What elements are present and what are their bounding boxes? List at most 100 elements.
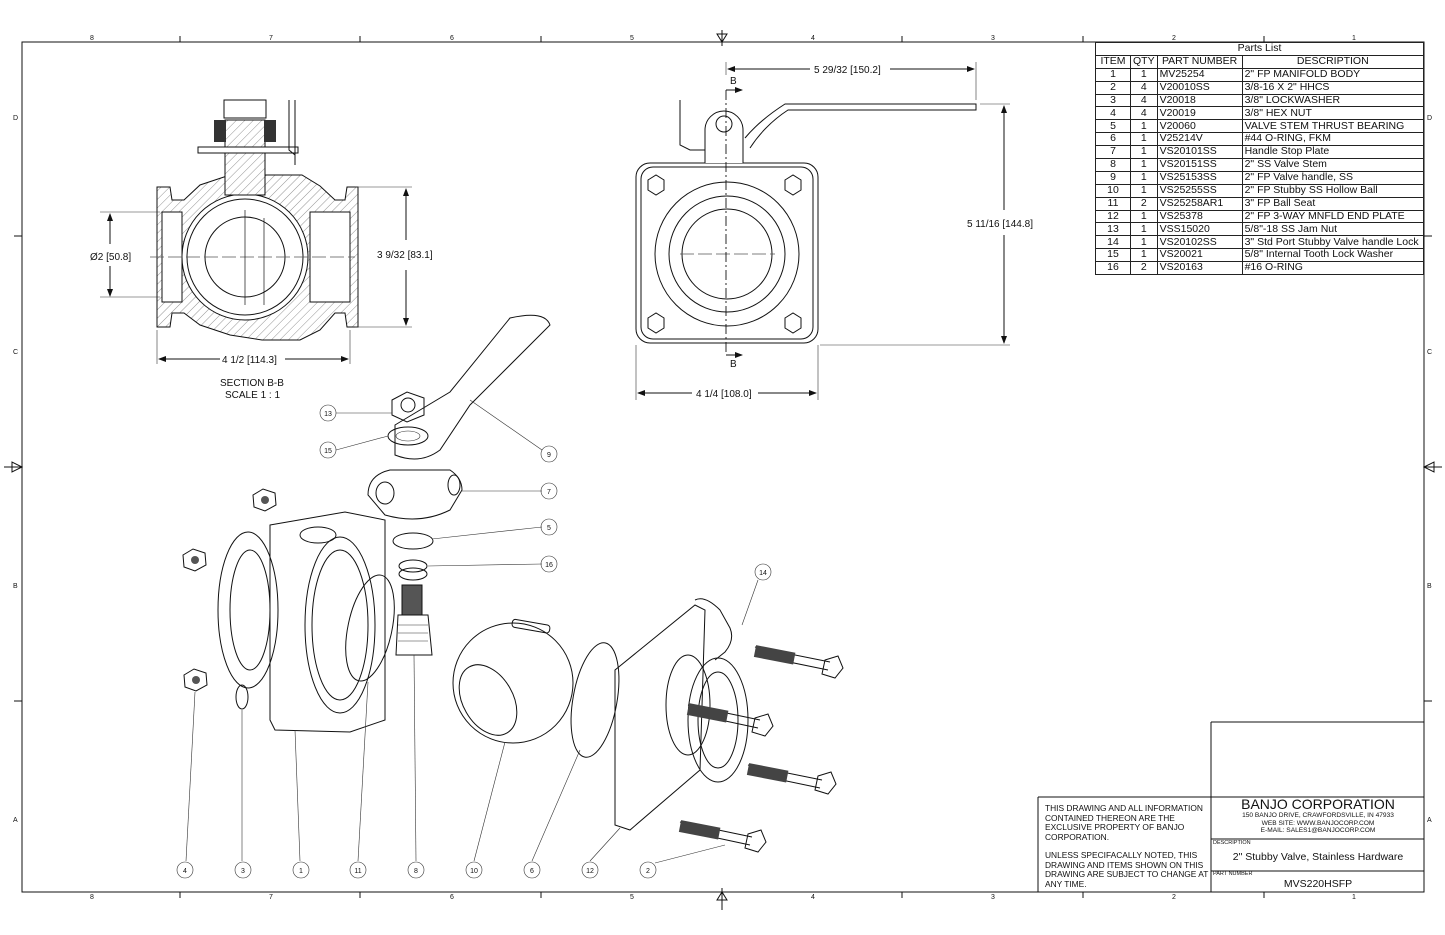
svg-text:10: 10 — [470, 868, 478, 875]
part-number: VS25255SS — [1156, 183, 1243, 198]
quantity: 1 — [1130, 248, 1158, 263]
quantity: 4 — [1130, 80, 1158, 95]
sheet-border — [4, 30, 1442, 910]
description: 2" FP 3-WAY MNFLD END PLATE — [1241, 209, 1425, 224]
company-website: WEB SITE: WWW.BANJOCORP.COM — [1261, 819, 1375, 827]
part-number: VS25258AR1 — [1156, 196, 1243, 211]
bolts-part — [678, 645, 844, 853]
section-scale: SCALE 1 : 1 — [225, 390, 280, 401]
part-number: VS20163 — [1156, 261, 1243, 276]
quantity: 2 — [1130, 196, 1158, 211]
balloon-15: 15 — [319, 441, 337, 459]
zone-bottom-4: 4 — [811, 894, 815, 901]
part-number-label: PART NUMBER — [1213, 871, 1253, 877]
balloon-13: 13 — [319, 404, 337, 422]
svg-text:16: 16 — [545, 562, 553, 569]
item-number: 12 — [1095, 209, 1131, 224]
section-marker-bottom: B — [730, 359, 737, 370]
svg-text:5: 5 — [547, 525, 551, 532]
section-view — [150, 99, 359, 341]
balloons: 13 15 9 7 5 16 14 4 3 1 11 8 10 6 12 2 — [176, 399, 772, 879]
center-mark-right — [1422, 461, 1442, 473]
dim-front-width: 4 1/4 [108.0] — [696, 389, 752, 400]
section-dimensions: Ø2 [50.8] 3 9/32 [83.1] 4 1/2 [114.3] SE… — [90, 186, 433, 401]
svg-text:15: 15 — [324, 448, 332, 455]
balloon-14: 14 — [754, 563, 772, 581]
quantity: 1 — [1130, 67, 1158, 82]
part-number: V20010SS — [1156, 80, 1243, 95]
svg-text:8: 8 — [414, 868, 418, 875]
zone-left-b: B — [13, 583, 18, 590]
dim-handle-length: 5 29/32 [150.2] — [814, 65, 881, 76]
svg-text:11: 11 — [354, 868, 361, 875]
item-number: 9 — [1095, 170, 1131, 185]
quantity: 4 — [1130, 106, 1158, 121]
header-part-number: PART NUMBER — [1156, 54, 1243, 69]
handle-part — [387, 314, 551, 460]
svg-text:14: 14 — [759, 570, 767, 577]
front-dimensions: 5 29/32 [150.2] 5 11/16 [144.8] 4 1/4 [1… — [635, 62, 1033, 400]
balloon-8: 8 — [407, 861, 425, 879]
zone-top-2: 2 — [1172, 35, 1176, 42]
zone-left-a: A — [13, 817, 18, 824]
header-description: DESCRIPTION — [1241, 54, 1425, 69]
dim-bore: Ø2 [50.8] — [90, 252, 131, 263]
part-number: VS20102SS — [1156, 235, 1243, 250]
item-number: 11 — [1095, 196, 1131, 211]
dim-section-height: 3 9/32 [83.1] — [377, 250, 433, 261]
description: #44 O-RING, FKM — [1241, 132, 1425, 147]
balloon-6: 6 — [523, 861, 541, 879]
quantity: 1 — [1130, 145, 1158, 160]
lockwasher-part — [235, 684, 249, 710]
balloon-12: 12 — [581, 861, 599, 879]
hex-nuts-part — [182, 488, 277, 692]
zone-top-5: 5 — [630, 35, 634, 42]
part-number: V20018 — [1156, 93, 1243, 108]
description: Handle Stop Plate — [1241, 145, 1425, 160]
zone-bottom-1: 1 — [1352, 894, 1356, 901]
balloon-10: 10 — [465, 861, 483, 879]
item-number: 2 — [1095, 80, 1131, 95]
quantity: 1 — [1130, 158, 1158, 172]
quantity: 1 — [1130, 132, 1158, 147]
balloon-5: 5 — [540, 518, 558, 536]
zone-bottom-2: 2 — [1172, 894, 1176, 901]
item-number: 7 — [1095, 145, 1131, 160]
center-mark-top — [716, 30, 728, 46]
svg-text:3: 3 — [241, 868, 245, 875]
part-number: VSS15020 — [1156, 222, 1243, 237]
zone-right-d: D — [1427, 115, 1432, 122]
description: 3/8-16 X 2" HHCS — [1241, 80, 1425, 95]
balloon-16: 16 — [540, 555, 558, 573]
zone-bottom-3: 3 — [991, 894, 995, 901]
zone-top-6: 6 — [450, 35, 454, 42]
item-number: 5 — [1095, 119, 1131, 134]
description: 2" FP Valve handle, SS — [1241, 170, 1425, 185]
item-number: 8 — [1095, 158, 1131, 172]
svg-text:2: 2 — [646, 868, 650, 875]
item-number: 10 — [1095, 183, 1131, 198]
balloon-7: 7 — [540, 482, 558, 500]
svg-text:4: 4 — [183, 868, 187, 875]
zone-bottom-8: 8 — [90, 894, 94, 901]
parts-list-title: Parts List — [1095, 42, 1424, 56]
zone-top-7: 7 — [269, 35, 273, 42]
description: 2" SS Valve Stem — [1241, 158, 1425, 172]
description: 2" FP MANIFOLD BODY — [1241, 67, 1425, 82]
dim-section-width: 4 1/2 [114.3] — [222, 355, 277, 366]
description: 2" FP Stubby SS Hollow Ball — [1241, 183, 1425, 198]
notice-property: THIS DRAWING AND ALL INFORMATION CONTAIN… — [1045, 803, 1203, 842]
manifold-body-part — [217, 511, 386, 733]
description-label: DESCRIPTION — [1213, 840, 1251, 846]
zone-top-3: 3 — [991, 35, 995, 42]
zone-left-d: D — [13, 115, 18, 122]
company-name: BANJO CORPORATION — [1241, 796, 1395, 812]
exploded-view — [182, 314, 844, 853]
item-number: 3 — [1095, 93, 1131, 108]
